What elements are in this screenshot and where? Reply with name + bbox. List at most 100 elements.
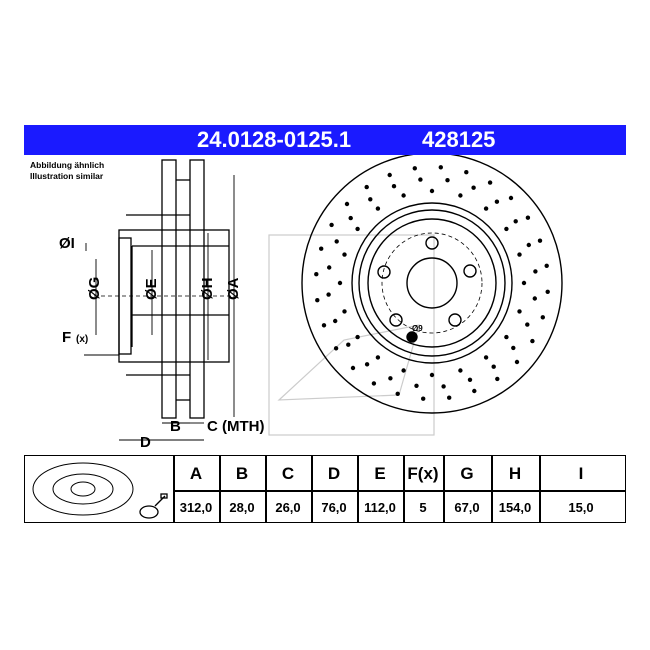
drill-hole	[533, 269, 538, 274]
column-header-6: G	[460, 463, 474, 483]
drill-hole	[388, 376, 393, 381]
column-value-2: 26,0	[275, 499, 301, 515]
disc-front-view	[301, 155, 563, 414]
drill-hole	[525, 322, 530, 327]
drill-hole	[364, 184, 369, 190]
drill-hole	[540, 315, 545, 320]
drill-hole	[487, 180, 493, 185]
column-value-8: 15,0	[568, 499, 594, 515]
drill-hole	[429, 372, 435, 378]
label-e: ØE	[143, 278, 160, 300]
drill-hole	[327, 265, 332, 270]
column-value-5: 5	[419, 499, 427, 515]
drill-hole	[532, 296, 537, 301]
drill-hole	[342, 309, 347, 314]
column-header-0: A	[189, 463, 203, 483]
drill-hole	[401, 193, 406, 198]
column-header-1: B	[235, 463, 249, 483]
column-value-6: 67,0	[454, 499, 480, 515]
column-header-2: C	[281, 463, 295, 483]
drill-hole	[464, 170, 469, 175]
illustration-note: Abbildung ähnlich Illustration similar	[30, 160, 104, 182]
drill-hole	[530, 338, 535, 344]
drill-hole	[348, 215, 353, 221]
drill-hole	[395, 391, 400, 396]
header-bar: 24.0128-0125.1 428125	[24, 125, 626, 155]
drill-hole	[333, 318, 338, 324]
drill-hole	[391, 184, 397, 189]
drill-hole	[526, 242, 531, 248]
drill-hole	[364, 362, 370, 367]
label-a: ØA	[225, 277, 242, 300]
drill-hole	[375, 206, 381, 211]
drill-hole	[544, 263, 549, 268]
drill-hole	[414, 383, 419, 388]
drill-hole	[329, 222, 334, 228]
drill-hole	[467, 377, 473, 382]
drill-hole	[441, 384, 446, 389]
drill-hole	[545, 289, 550, 294]
dimension-lines	[84, 175, 235, 441]
drill-hole	[458, 368, 463, 373]
drill-hole	[511, 345, 516, 351]
column-value-0: 312,0	[179, 499, 213, 515]
drill-hole	[447, 395, 452, 400]
label-i: ØI	[59, 235, 75, 252]
drill-hole	[315, 298, 320, 303]
ate-watermark	[268, 234, 435, 436]
label-f-sub: (x)	[76, 334, 88, 345]
disc-thumbnail	[32, 462, 134, 516]
drill-hole	[514, 359, 520, 365]
illustration-note-de: Abbildung ähnlich	[30, 160, 105, 170]
label-f: F	[62, 329, 71, 346]
drill-hole	[344, 201, 350, 207]
drill-hole	[525, 215, 531, 220]
drill-hole	[429, 188, 435, 194]
drill-hole	[326, 292, 331, 297]
column-header-5: F(x)	[407, 463, 439, 483]
drill-hole	[438, 165, 443, 170]
label-g: ØG	[86, 277, 103, 300]
column-value-7: 154,0	[498, 499, 532, 515]
label-hole: Ø9	[412, 324, 423, 333]
drill-hole	[508, 195, 514, 201]
drill-hole	[412, 166, 417, 171]
drill-hole	[371, 381, 377, 386]
drill-hole	[495, 376, 500, 382]
drill-hole	[334, 239, 339, 244]
drill-hole	[517, 252, 522, 257]
label-d: D	[140, 434, 151, 450]
column-value-1: 28,0	[229, 499, 255, 515]
column-value-3: 76,0	[321, 499, 347, 515]
label-c: C (MTH)	[207, 418, 264, 435]
label-b: B	[170, 418, 181, 435]
column-value-4: 112,0	[364, 499, 396, 515]
tool-icon	[139, 493, 168, 519]
drill-hole	[472, 388, 477, 394]
drill-hole	[350, 365, 356, 371]
drill-hole	[445, 178, 450, 183]
drill-hole	[355, 334, 360, 340]
drill-hole	[483, 355, 489, 360]
drill-hole	[337, 280, 343, 286]
technical-drawing: ØI ØG ØE ØH ØA F (x) B C (MTH) D Ø9	[59, 155, 563, 450]
column-header-8: I	[578, 463, 584, 483]
drill-hole	[458, 193, 463, 198]
drill-hole	[494, 199, 500, 204]
reference-number: 428125	[422, 127, 496, 152]
drill-hole	[504, 226, 509, 232]
drill-hole	[504, 334, 509, 340]
drill-hole	[471, 185, 476, 190]
drill-hole	[321, 323, 327, 328]
illustration-note-en: Illustration similar	[30, 171, 104, 181]
drill-hole	[319, 246, 324, 251]
drill-hole	[333, 346, 339, 351]
column-header-4: E	[374, 463, 386, 483]
drill-hole	[401, 368, 406, 373]
column-header-3: D	[327, 463, 341, 483]
drill-hole	[355, 226, 360, 232]
drill-hole	[368, 197, 373, 202]
drill-hole	[483, 206, 489, 211]
drill-hole	[521, 280, 527, 286]
drill-hole	[421, 396, 426, 401]
